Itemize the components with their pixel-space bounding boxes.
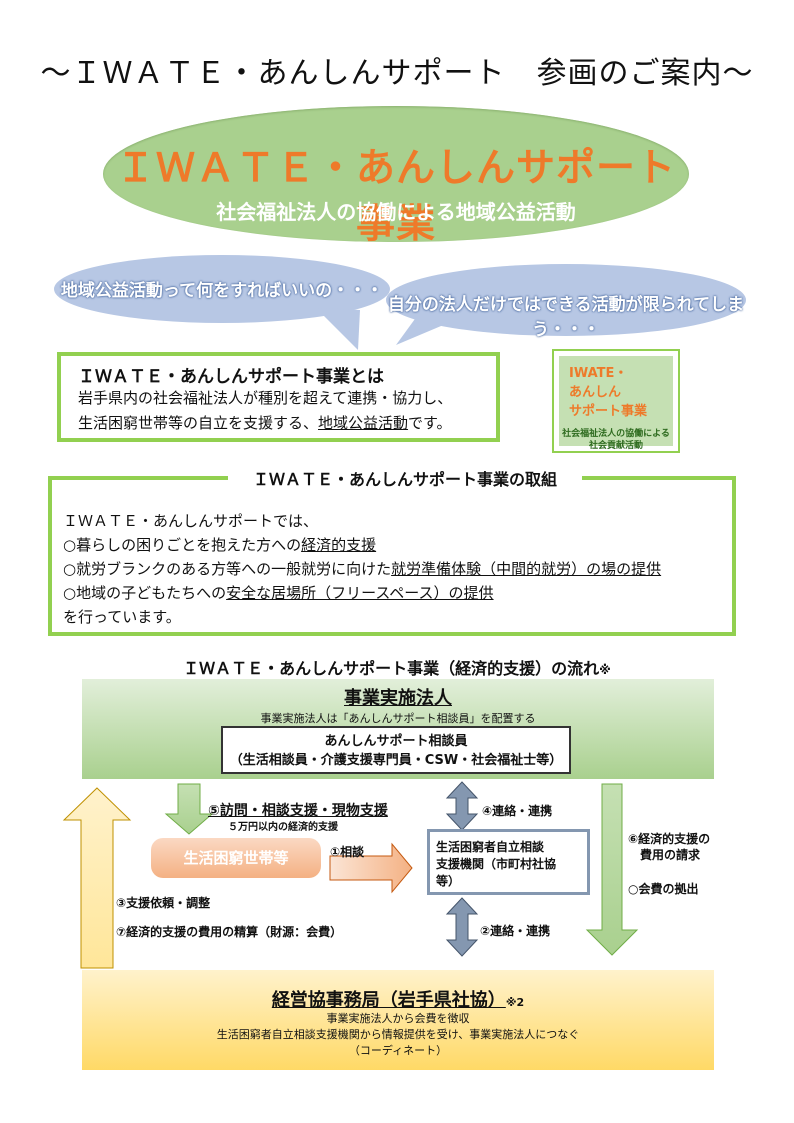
household-box <box>151 838 321 878</box>
program-logo: IWATE・あんしんサポート事業 社会福祉法人の協働による社会貢献活動 <box>552 349 680 453</box>
agency-line-2: 支援機関（市町村社協 <box>436 857 557 871</box>
step-1-label: ①相談 <box>330 845 365 859</box>
speech-bubbles <box>54 255 746 350</box>
counselor-title: あんしんサポート相談員 <box>324 734 468 749</box>
fee-label: ○会費の拠出 <box>628 882 699 896</box>
activity-item-1: ○暮らしの困りごとを抱えた方への経済的支援 <box>63 536 377 554</box>
flow-arrows <box>62 781 639 969</box>
step-4-label: ④連絡・連携 <box>482 804 553 818</box>
hero-title: ＩＷＡＴＥ・あんしんサポート事業 <box>115 146 676 247</box>
bubble-right-text: 自分の法人だけではできる活動が限られてしまう・・・ <box>387 295 745 340</box>
arrow-double-bottom <box>445 897 479 957</box>
bubble-left-text: 地域公益活動って何をすればいいの・・・ <box>60 281 384 301</box>
activities-title: ＩＷＡＴＥ・あんしんサポート事業の取組 <box>252 470 557 489</box>
flow-title: ＩＷＡＴＥ・あんしんサポート事業（経済的支援）の流れ※ <box>183 659 611 678</box>
intro-line-2: 生活困窮世帯等の自立を支援する、地域公益活動です。 <box>78 414 452 432</box>
step-2-label: ②連絡・連携 <box>480 924 551 938</box>
intro-title: ＩＷＡＴＥ・あんしんサポート事業とは <box>78 367 384 387</box>
intro-box <box>57 352 500 442</box>
activity-item-3: ○地域の子どもたちへの安全な居場所（フリースペース）の提供 <box>63 584 494 602</box>
arrow-down-billing <box>585 783 639 956</box>
corporation-note: 事業実施法人は「あんしんサポート相談員」を配置する <box>260 712 536 725</box>
activity-item-2: ○就労ブランクのある方等への一般就労に向けた就労準備体験（中間的就労）の場の提供 <box>63 560 662 578</box>
household-label: 生活困窮世帯等 <box>183 849 289 867</box>
agency-box <box>427 829 590 895</box>
arrow-up-coordinate <box>62 787 132 969</box>
counselor-roles: （生活相談員・介護支援専門員・CSW・社会福祉士等） <box>229 753 563 768</box>
secretariat-line-2: 生活困窮者自立相談支援機関から情報提供を受け、事業実施法人につなぐ <box>216 1028 580 1041</box>
step-3-label: ③支援依頼・調整 <box>116 896 211 910</box>
arrow-double-top <box>445 781 479 831</box>
activities-lead: ＩＷＡＴＥ・あんしんサポートでは、 <box>63 512 319 530</box>
secretariat-band <box>82 970 714 1070</box>
hero-ellipse <box>103 106 689 242</box>
activities-closing: を行っています。 <box>63 608 181 626</box>
step-5-note: ５万円以内の経済的支援 <box>228 822 338 833</box>
intro-line-1: 岩手県内の社会福祉法人が種別を超えて連携・協力し、 <box>78 389 453 407</box>
corporation-title: 事業実施法人 <box>344 688 452 709</box>
step-7-label: ⑦経済的支援の費用の精算（財源：会費） <box>116 925 343 939</box>
arrow-right-consult <box>329 842 413 894</box>
step-6-line-2: 費用の請求 <box>640 848 701 862</box>
page-title: ～ＩＷＡＴＥ・あんしんサポート 参画のご案内～ <box>40 56 754 91</box>
hero-subtitle: 社会福祉法人の協働による地域公益活動 <box>216 200 576 224</box>
agency-line-1: 生活困窮者自立相談 <box>436 840 545 854</box>
secretariat-line-3: （コーディネート） <box>348 1044 448 1057</box>
secretariat-title: 経営協事務局（岩手県社協）※2 <box>271 990 525 1011</box>
arrow-down-visit <box>164 783 214 835</box>
agency-line-3: 等） <box>436 874 461 888</box>
secretariat-line-1: 事業実施法人から会費を徴収 <box>326 1012 470 1025</box>
step-5-label: ⑤訪問・相談支援・現物支援 <box>208 803 388 819</box>
counselor-box <box>221 726 571 774</box>
step-6-line-1: ⑥経済的支援の <box>628 832 711 846</box>
